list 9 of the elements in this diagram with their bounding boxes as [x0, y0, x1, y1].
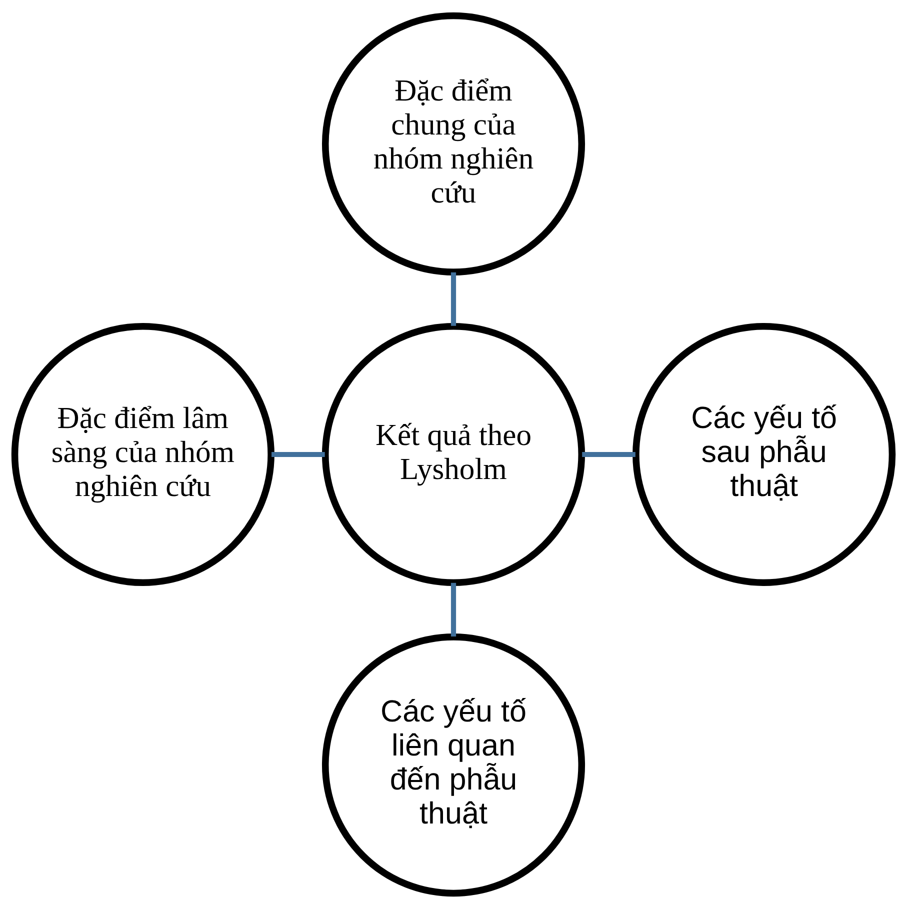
- connector: [450, 272, 456, 326]
- connector: [272, 452, 325, 458]
- node-circle: Kết quả theo Lysholm: [322, 322, 586, 586]
- connector: [450, 582, 456, 636]
- node-circle: Đặc điểm chung của nhóm nghiên cứu: [322, 12, 586, 276]
- node-circle: Các yếu tố sau phẫu thuật: [632, 322, 896, 586]
- connector: [582, 452, 636, 458]
- node-circle: Các yếu tố liên quan đến phẫu thuật: [322, 634, 586, 897]
- node-circle: Đặc điểm lâm sàng của nhóm nghiên cứu: [11, 322, 274, 586]
